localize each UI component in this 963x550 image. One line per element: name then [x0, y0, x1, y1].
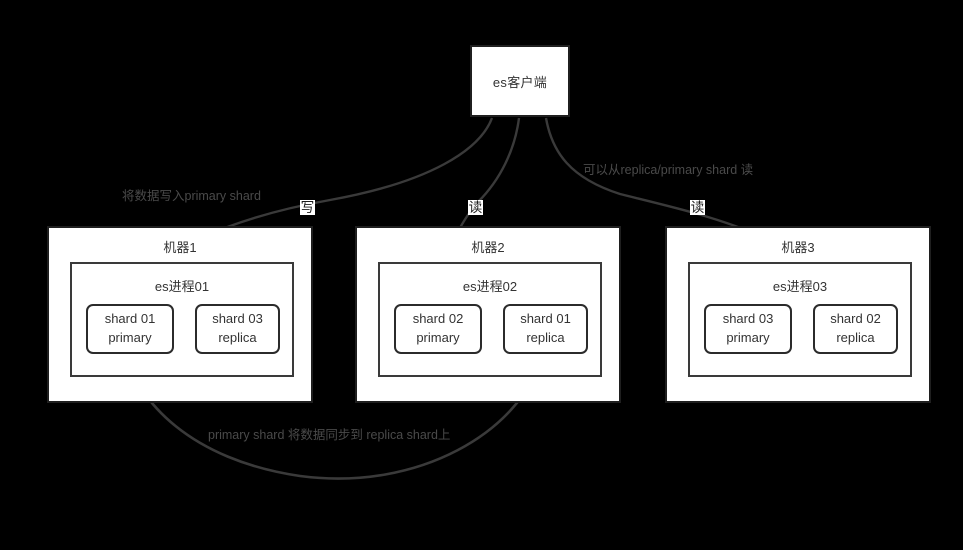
machine-title-3: 机器3: [781, 240, 815, 255]
es-client-label: es客户端: [492, 74, 548, 90]
shard-node-m3-s1[interactable]: shard 03 primary: [704, 304, 792, 354]
shard-node-m1-s1[interactable]: shard 01 primary: [86, 304, 174, 354]
edge-label-write: 将数据写入primary shard: [122, 189, 261, 203]
shard-node-m3-s2[interactable]: shard 02 replica: [813, 304, 898, 354]
edge-mini-label-read-2: 读: [690, 200, 705, 215]
shard-node-m1-s2[interactable]: shard 03 replica: [195, 304, 280, 354]
shard-role-m1-s1: primary: [108, 330, 152, 345]
shard-node-m2-s1[interactable]: shard 02 primary: [394, 304, 482, 354]
edge-mini-label-read-1: 读: [468, 200, 483, 215]
es-process-title-3: es进程03: [772, 279, 828, 294]
shard-role-m1-s2: replica: [218, 330, 257, 345]
es-process-box-2[interactable]: es进程02 shard 02 primary shard 01 replica: [378, 262, 602, 377]
edge-mini-label-write: 写: [300, 200, 315, 215]
machine-node-1[interactable]: 机器1 es进程01 shard 01 primary shard 03 rep…: [47, 226, 313, 403]
shard-name-m2-s2: shard 01: [520, 311, 571, 327]
es-client-node[interactable]: es客户端: [470, 45, 570, 117]
shard-name-m1-s1: shard 01: [104, 311, 156, 327]
machine-title-1: 机器1: [163, 240, 197, 255]
shard-name-m1-s2: shard 03: [212, 311, 263, 327]
edge-mini-glyph-read-2: 读: [690, 200, 705, 215]
edge-label-read: 可以从replica/primary shard 读: [583, 163, 754, 177]
machine-node-3[interactable]: 机器3 es进程03 shard 03 primary shard 02 rep…: [665, 226, 931, 403]
shard-role-m3-s2: replica: [836, 330, 875, 345]
edge-mini-glyph-write: 写: [300, 200, 315, 215]
shard-role-m3-s1: primary: [726, 330, 770, 345]
edge-label-sync: primary shard 将数据同步到 replica shard上: [208, 428, 451, 442]
shard-role-m2-s1: primary: [416, 330, 460, 345]
es-process-box-3[interactable]: es进程03 shard 03 primary shard 02 replica: [688, 262, 912, 377]
machine-node-2[interactable]: 机器2 es进程02 shard 02 primary shard 01 rep…: [355, 226, 621, 403]
shard-node-m2-s2[interactable]: shard 01 replica: [503, 304, 588, 354]
es-process-title-1: es进程01: [154, 279, 210, 294]
shard-name-m2-s1: shard 02: [412, 311, 464, 327]
es-process-box-1[interactable]: es进程01 shard 01 primary shard 03 replica: [70, 262, 294, 377]
shard-role-m2-s2: replica: [526, 330, 565, 345]
shard-name-m3-s1: shard 03: [722, 311, 774, 327]
machine-title-2: 机器2: [471, 240, 505, 255]
shard-name-m3-s2: shard 02: [830, 311, 881, 327]
edge-mini-glyph-read-1: 读: [468, 200, 483, 215]
es-process-title-2: es进程02: [462, 279, 518, 294]
